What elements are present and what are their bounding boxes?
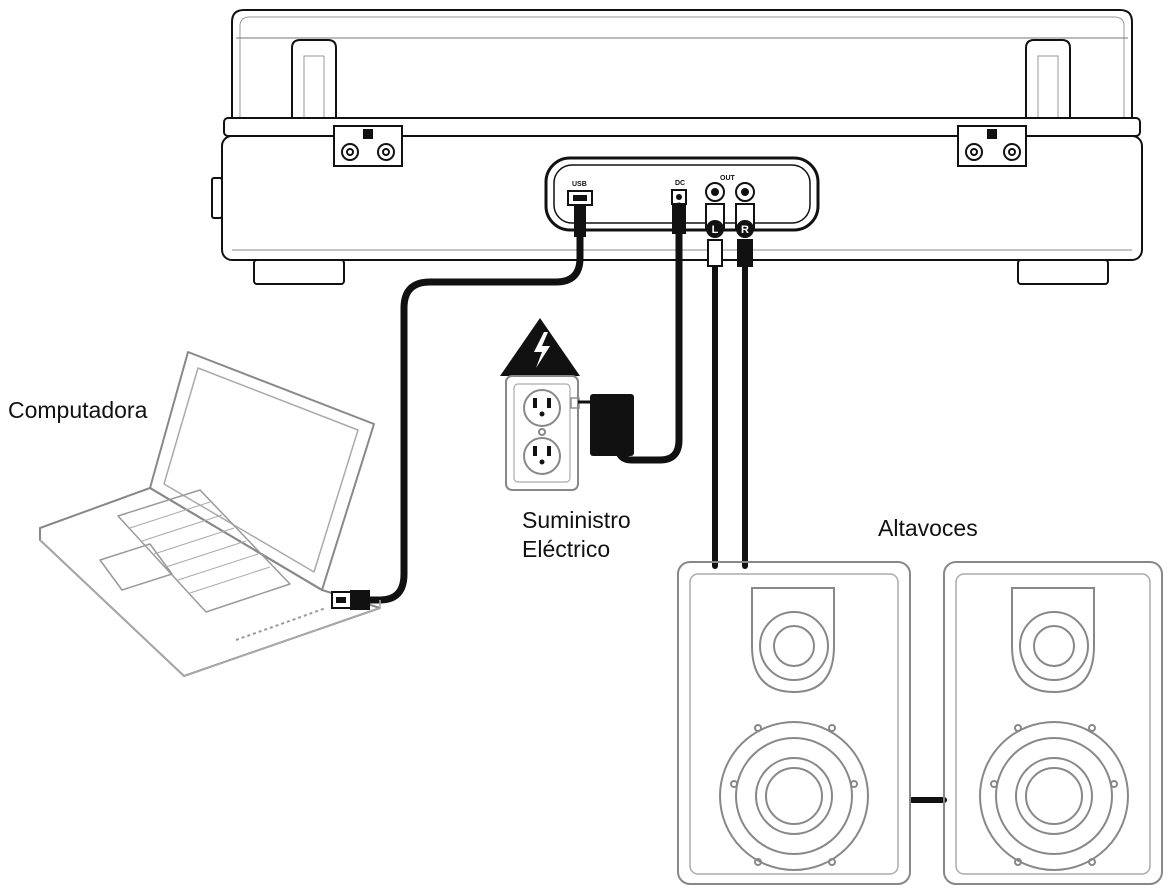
- speakers-label: Altavoces: [878, 515, 978, 541]
- warning-triangle-icon: [500, 318, 580, 376]
- left-channel-letter: L: [712, 224, 719, 236]
- power-adapter-icon: [590, 394, 634, 456]
- laptop-keyboard-keys: [129, 501, 271, 594]
- usb-plug: [331, 590, 370, 610]
- laptop-icon: [39, 351, 381, 677]
- right-speaker-icon: [943, 561, 1163, 885]
- left-speaker-icon: [677, 561, 911, 885]
- right-channel-badge: [736, 220, 754, 238]
- power-label-line1: Suministro: [522, 507, 631, 533]
- cables: [346, 202, 947, 803]
- out-port-label: OUT: [720, 175, 736, 182]
- left-channel-badge: [706, 220, 724, 238]
- rca-plugs: L R: [705, 203, 755, 267]
- right-hinge: [1025, 39, 1071, 118]
- usb-cable: [346, 230, 584, 604]
- computer-label: Computadora: [8, 397, 148, 423]
- power-outlet-icon: [505, 375, 580, 491]
- right-channel-letter: R: [741, 224, 749, 236]
- power-label-line2: Eléctrico: [522, 536, 610, 562]
- connector-panel: USB DC OUT: [567, 175, 755, 206]
- dc-port-label: DC: [675, 180, 685, 187]
- left-hinge: [291, 39, 337, 118]
- usb-port-label: USB: [572, 181, 587, 188]
- outlet-slots: [533, 398, 551, 465]
